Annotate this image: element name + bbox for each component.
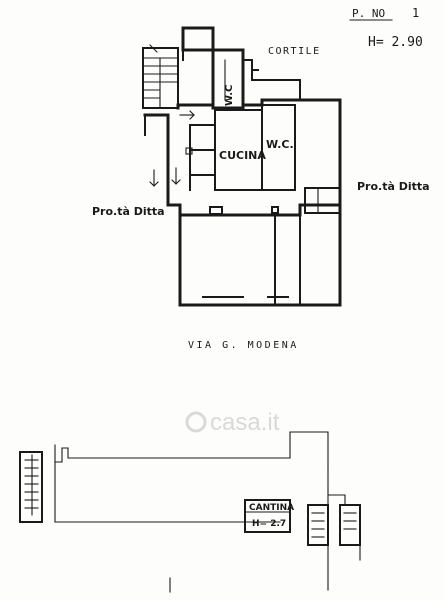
watermark-logo-icon: [185, 411, 207, 433]
cellar-floor-plan: CANTINA H= 2.7: [19, 431, 361, 593]
floor-label: P. NO: [352, 7, 385, 20]
cellar-label: CANTINA: [249, 503, 294, 513]
property-label-right: Pro.tà Ditta: [357, 180, 430, 193]
room-label-kitchen: CUCINA: [219, 149, 266, 162]
watermark: casa.it: [185, 409, 280, 436]
street-label: VIA G. MODENA: [188, 340, 299, 351]
upper-floor-plan: W.C CORTILE CUCINA W.C.: [92, 26, 430, 351]
entry-arrows: [149, 110, 195, 187]
staircase-lower: [19, 451, 43, 523]
property-label-left: Pro.tà Ditta: [92, 205, 165, 218]
ceiling-height: H= 2.90: [368, 35, 423, 50]
staircase-upper: [142, 44, 179, 109]
watermark-text: casa.it: [210, 409, 280, 436]
floor-header: P. NO 1 H= 2.90: [349, 6, 423, 50]
cellar-height: H= 2.7: [252, 519, 286, 529]
floor-number: 1: [412, 6, 419, 20]
room-label-courtyard: CORTILE: [268, 46, 321, 57]
room-label-wc-small: W.C: [224, 85, 235, 106]
room-label-wc: W.C.: [266, 138, 294, 151]
